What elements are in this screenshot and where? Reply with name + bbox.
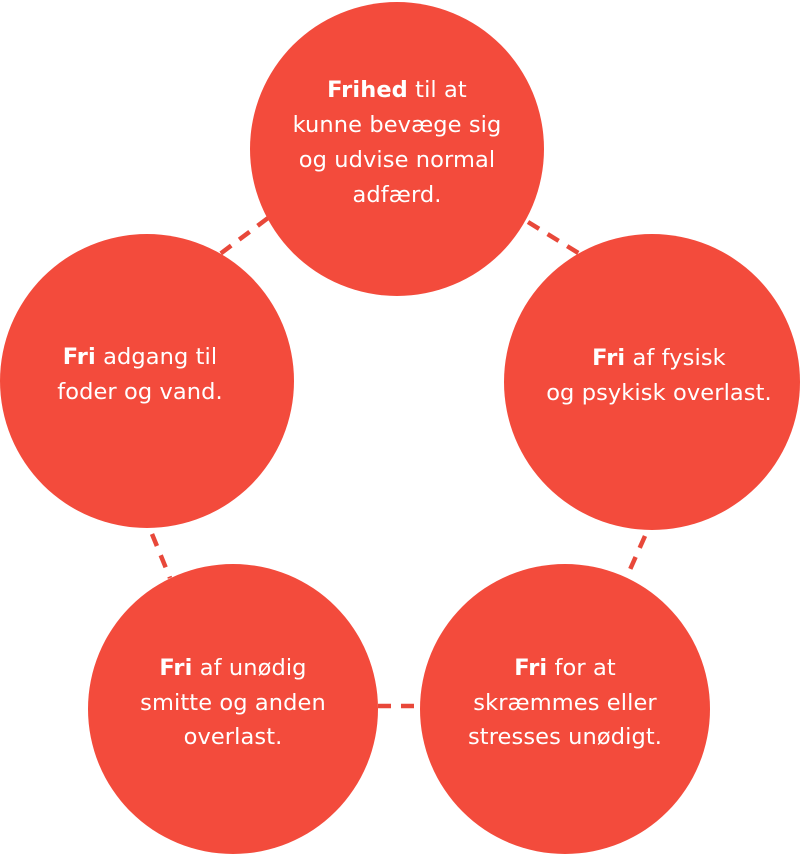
freedom-circle-food-water: Fri adgang til foder og vand. [0, 234, 294, 528]
freedom-bold: Fri [592, 345, 626, 372]
freedom-bold: Fri [62, 344, 96, 371]
connector-top-right [526, 220, 582, 256]
freedom-text-line: kunne bevæge sig [292, 112, 502, 139]
freedom-bold: Fri [514, 654, 548, 681]
freedom-text-line: adgang til [95, 344, 218, 371]
freedom-text-fear-stress: Fri for at skræmmes eller stresses unødi… [468, 651, 662, 756]
freedom-text-abuse: Fri af fysisk og psykisk overlast. [546, 341, 772, 411]
freedom-text-line: af fysisk [625, 345, 726, 372]
freedom-circle-movement: Frihed til at kunne bevæge sig og udvise… [250, 2, 544, 296]
freedom-text-line: til at [407, 77, 467, 104]
connector-top-left [210, 216, 270, 262]
connector-right-bottom [625, 535, 648, 575]
freedom-circle-abuse: Fri af fysisk og psykisk overlast. [504, 234, 800, 530]
freedom-bold: Frihed [327, 77, 408, 104]
freedom-text-disease: Fri af unødig smitte og anden overlast. [140, 651, 326, 756]
freedom-circle-disease: Fri af unødig smitte og anden overlast. [88, 564, 378, 854]
freedom-text-line: skræmmes eller [473, 689, 657, 716]
freedom-text-movement: Frihed til at kunne bevæge sig og udvise… [293, 73, 502, 213]
freedom-text-line: smitte og anden [140, 689, 326, 716]
freedom-text-line: adfærd. [352, 181, 442, 208]
freedom-text-line: overlast. [183, 724, 283, 751]
freedom-text-line: for at [547, 654, 616, 681]
freedom-text-line: og psykisk overlast. [546, 380, 772, 406]
freedom-text-line: af unødig [192, 654, 307, 681]
freedom-text-line: stresses unødigt. [467, 724, 663, 751]
freedom-text-line: foder og vand. [57, 379, 223, 405]
freedom-circle-fear-stress: Fri for at skræmmes eller stresses unødi… [420, 564, 710, 854]
connector-left-bottom [149, 533, 173, 579]
freedom-bold: Fri [159, 654, 193, 681]
freedom-text-food-water: Fri adgang til foder og vand. [57, 340, 223, 410]
freedom-text-line: og udvise normal [298, 147, 496, 173]
